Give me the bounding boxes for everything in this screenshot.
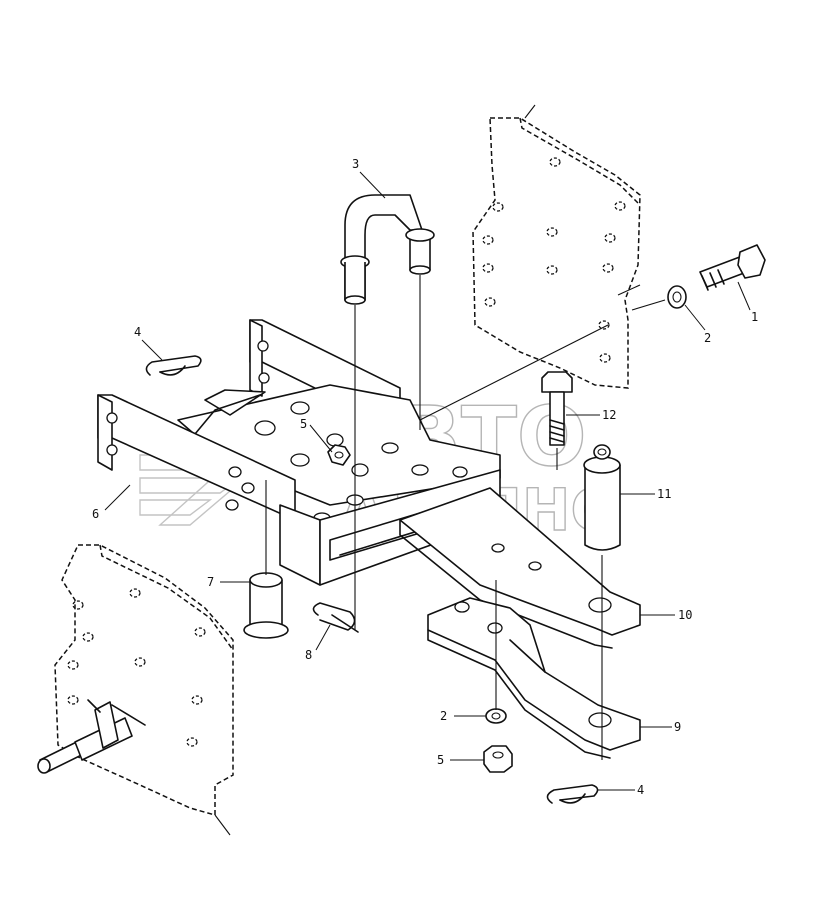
callout-7: 7	[207, 575, 214, 589]
washer-2-lower-icon	[485, 708, 507, 724]
callout-1: 1	[751, 310, 758, 324]
nut-5-lower-icon	[483, 745, 513, 773]
offset-hitch-bar	[427, 597, 641, 759]
nut-5-upper-icon	[327, 444, 351, 466]
pto-shaft-icon	[37, 699, 146, 774]
callout-12: 12	[602, 408, 616, 422]
callout-8: 8	[305, 648, 312, 662]
bolt-1-icon	[699, 244, 766, 291]
hairpin-clip-4-upper-icon	[145, 355, 202, 376]
bolt-12-icon	[541, 371, 573, 446]
washer-2-upper-icon	[667, 285, 687, 309]
callout-6: 6	[92, 507, 99, 521]
pin-7-icon	[243, 572, 289, 639]
callout-labels: 1 2 3 4 5 6 7 8 10 11 12 2 5 9 4	[92, 157, 758, 797]
upper-mounting-plate	[472, 104, 641, 389]
callout-3: 3	[352, 157, 359, 171]
lower-mounting-plate	[37, 544, 234, 836]
pin-11-icon	[583, 444, 621, 551]
callout-5-lower: 5	[437, 753, 444, 767]
callout-9: 9	[674, 720, 681, 734]
callout-11: 11	[657, 487, 671, 501]
callout-2-upper: 2	[704, 331, 711, 345]
callout-4-lower: 4	[637, 783, 644, 797]
callout-5-upper: 5	[300, 417, 307, 431]
callout-2-lower: 2	[440, 709, 447, 723]
hairpin-clip-4-lower-icon	[546, 784, 599, 804]
callout-leaders	[104, 171, 751, 791]
callout-10: 10	[678, 608, 692, 622]
u-pin-icon	[340, 194, 435, 305]
callout-4-upper: 4	[134, 325, 141, 339]
assembly-axes	[265, 275, 666, 760]
hairpin-clip-8-icon	[312, 602, 359, 633]
